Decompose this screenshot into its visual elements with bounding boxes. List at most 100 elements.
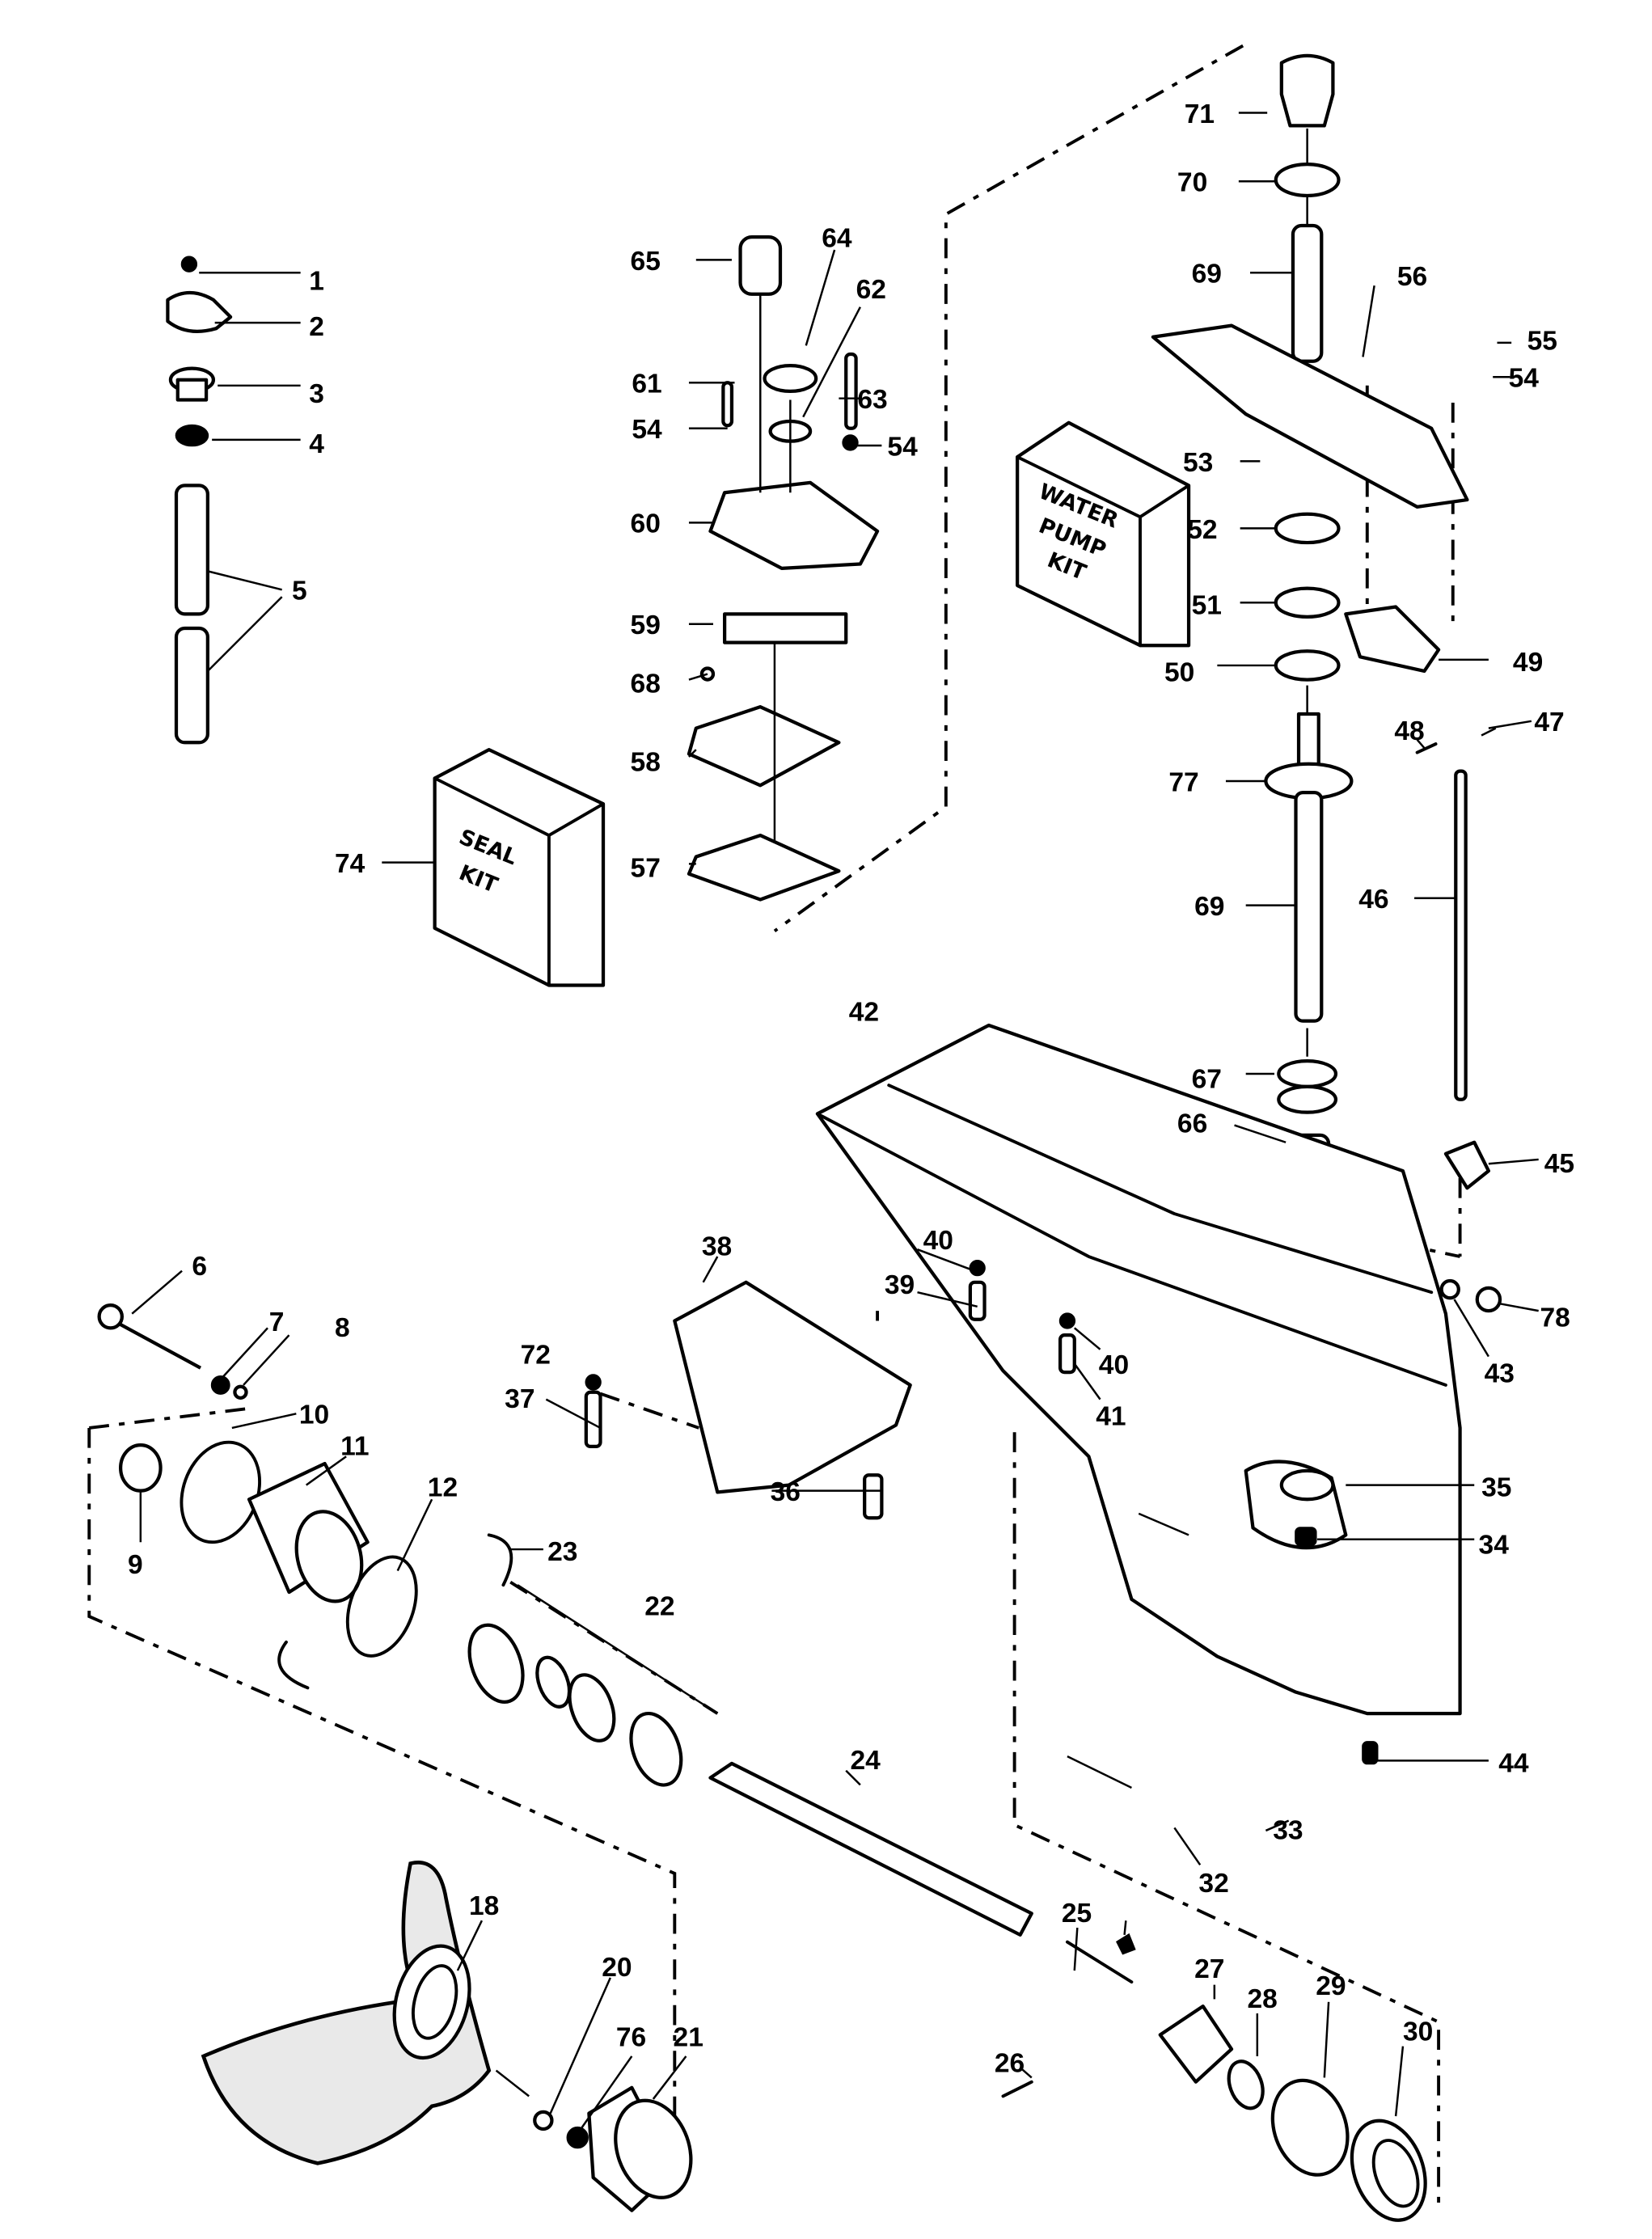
callout-76: 76	[616, 2023, 646, 2053]
part-35-bearing	[1279, 1468, 1335, 1502]
part-52-bearing	[1274, 512, 1341, 545]
callout-10: 10	[299, 1400, 329, 1430]
part-group-gearcase	[815, 1023, 1462, 1765]
callout-65: 65	[631, 247, 661, 277]
callout-55: 55	[1527, 327, 1557, 357]
leader-lines	[131, 112, 1539, 2128]
callout-27: 27	[1194, 1954, 1224, 1984]
callout-32: 32	[1198, 1869, 1228, 1899]
callout-12: 12	[428, 1473, 458, 1503]
callout-7: 7	[269, 1307, 285, 1337]
callout-2: 2	[309, 312, 324, 342]
part-25-pin	[1066, 1940, 1134, 1984]
callout-62: 62	[856, 275, 886, 305]
part-50-seal	[1274, 649, 1341, 682]
part-61-screw	[721, 381, 734, 428]
part-12-o-ring	[345, 1555, 418, 1658]
part-78-screw	[1475, 1286, 1502, 1313]
part-65-cup	[738, 235, 783, 296]
part-3-bushing-body	[175, 378, 209, 402]
part-40-washer-b	[1058, 1312, 1076, 1329]
callout-8: 8	[335, 1313, 350, 1343]
part-70-seal	[1274, 162, 1341, 198]
part-57-gasket	[687, 833, 841, 902]
callout-37: 37	[505, 1384, 534, 1414]
part-4-seal	[175, 424, 209, 447]
part-48-pin	[1415, 742, 1438, 754]
part-group-water-pump	[687, 235, 880, 902]
callout-22: 22	[644, 1591, 674, 1621]
callout-30: 30	[1403, 2017, 1433, 2047]
callout-35: 35	[1481, 1473, 1511, 1503]
part-29-gear	[1270, 2078, 1350, 2177]
callout-54: 54	[1509, 364, 1540, 394]
callout-71: 71	[1185, 99, 1215, 129]
callout-5: 5	[292, 577, 307, 606]
part-40-washer	[969, 1260, 986, 1277]
part-63-screw	[844, 352, 858, 430]
callout-68: 68	[631, 669, 661, 699]
part-5-tube-lower	[174, 626, 209, 745]
callout-26: 26	[995, 2048, 1025, 2078]
callout-48: 48	[1394, 716, 1424, 746]
callout-72: 72	[521, 1340, 551, 1370]
part-28-washer	[1227, 2059, 1265, 2110]
part-60-pump-housing	[708, 480, 880, 570]
part-72-washer	[585, 1374, 602, 1391]
callout-78: 78	[1540, 1303, 1570, 1333]
callout-labels: 1 2 3 4 5 6 7 8 9 10 11 12 18 20 76 21 2…	[128, 99, 1574, 2079]
part-22-bearing	[467, 1623, 525, 1705]
callout-54b: 54	[632, 415, 662, 445]
part-64-seal	[763, 363, 818, 393]
callout-64: 64	[822, 224, 852, 254]
part-69-driveshaft	[1294, 790, 1324, 1023]
part-39-screw	[968, 1280, 987, 1321]
part-58-plate	[687, 705, 841, 788]
part-51-o-ring	[1274, 586, 1341, 619]
part-42-gearcase-housing	[815, 1023, 1462, 1716]
part-8-washer	[233, 1384, 248, 1400]
callout-45: 45	[1544, 1149, 1574, 1179]
callout-23: 23	[547, 1537, 577, 1567]
callout-24: 24	[851, 1746, 881, 1776]
callout-63: 63	[857, 385, 887, 415]
callout-44: 44	[1498, 1749, 1529, 1779]
callout-69b: 69	[1194, 892, 1224, 922]
callout-20: 20	[602, 1953, 632, 1983]
callout-60: 60	[631, 509, 661, 539]
callout-49: 49	[1513, 648, 1543, 678]
part-group-trim-tab	[584, 1260, 1076, 1520]
callout-18: 18	[469, 1891, 499, 1921]
part-2-retainer	[166, 290, 233, 334]
callout-52: 52	[1187, 515, 1217, 545]
callout-56: 56	[1397, 262, 1427, 292]
part-38-trim-tab	[673, 1280, 912, 1494]
callout-1: 1	[309, 266, 324, 296]
callout-3: 3	[309, 379, 324, 409]
callout-77: 77	[1168, 767, 1198, 797]
seal-kit-box: SEAL KIT	[433, 748, 606, 987]
part-group-prop-shaft	[708, 1755, 1427, 2222]
callout-43: 43	[1485, 1358, 1515, 1388]
callout-6: 6	[192, 1252, 207, 1282]
callout-69: 69	[1192, 260, 1222, 289]
callout-11: 11	[340, 1431, 369, 1461]
callout-54c: 54	[887, 432, 918, 462]
part-group-shift-shaft-bushing	[166, 256, 283, 745]
part-10-o-ring	[180, 1440, 261, 1544]
part-9-seal	[119, 1443, 163, 1493]
part-34-bearing	[1295, 1527, 1317, 1547]
part-67-spring	[1277, 1058, 1338, 1089]
part-20-nut	[533, 2110, 554, 2131]
part-69-upper-shaft	[1291, 223, 1324, 363]
part-54-washer	[842, 434, 859, 451]
part-30-bearing	[1350, 2119, 1427, 2222]
callout-61: 61	[632, 370, 661, 399]
part-24-propeller-shaft	[708, 1761, 1033, 1937]
callout-57: 57	[631, 853, 661, 883]
callout-25: 25	[1062, 1899, 1092, 1928]
callout-34: 34	[1479, 1530, 1510, 1560]
part-37-screw	[584, 1390, 602, 1449]
callout-40: 40	[923, 1226, 953, 1256]
part-44-plug	[1362, 1741, 1379, 1765]
